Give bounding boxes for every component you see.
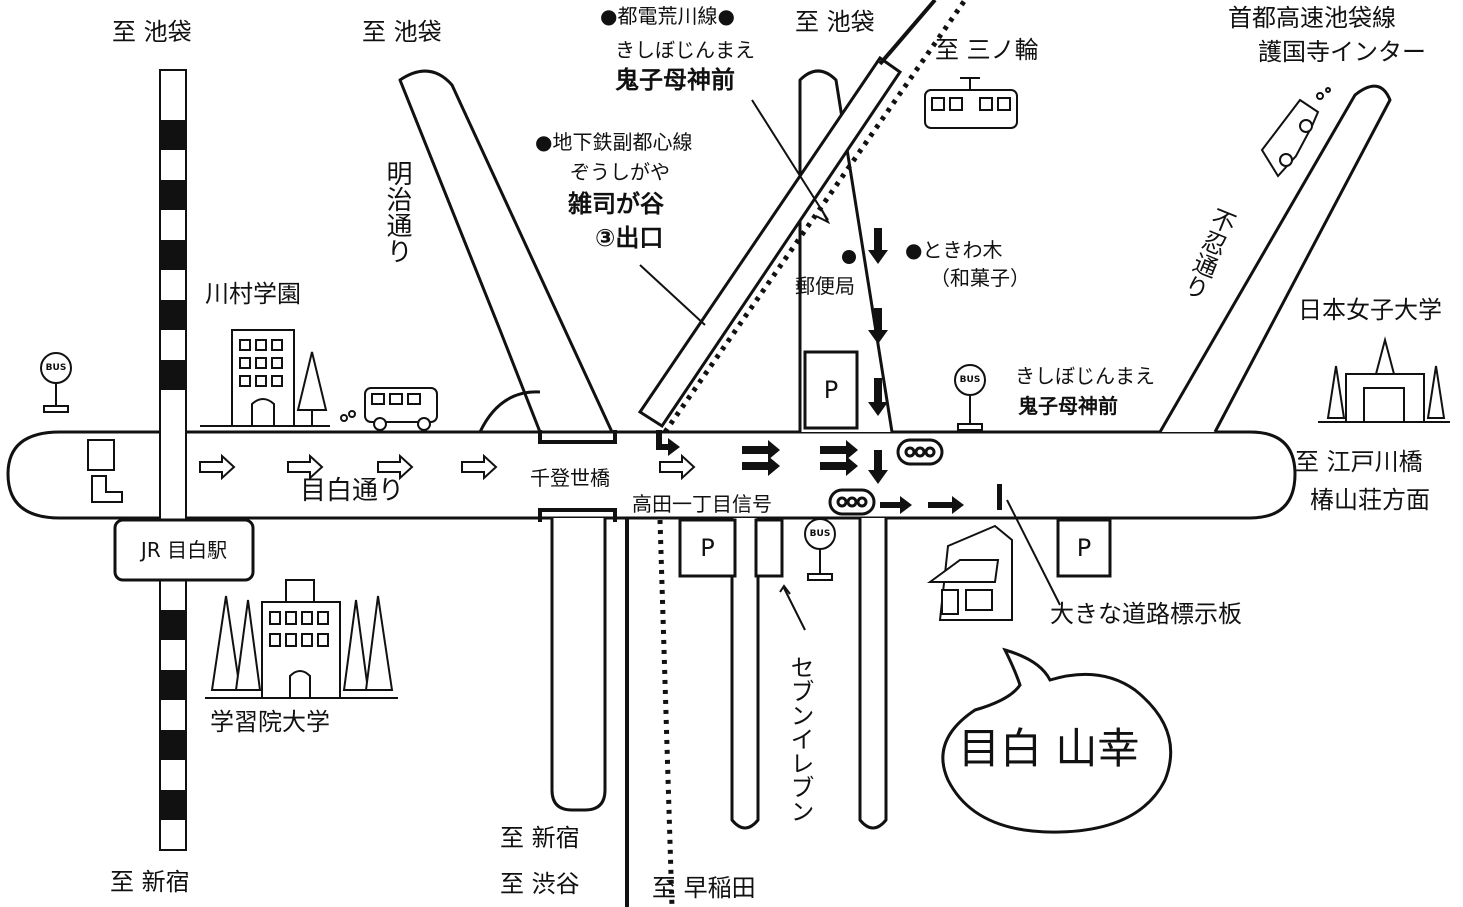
road-sign-label: 大きな道路標示板 bbox=[1050, 600, 1242, 628]
japan-womens-label: 日本女子大学 bbox=[1298, 296, 1442, 324]
parking-box-1 bbox=[803, 350, 859, 430]
post-office-marker bbox=[842, 250, 856, 264]
bus-icon bbox=[340, 387, 438, 431]
direction-edogawabashi: 至 江戸川橋 bbox=[1295, 448, 1423, 476]
direction-ikebukuro-mid: 至 池袋 bbox=[362, 18, 442, 46]
expressway-interchange-label: 護国寺インター bbox=[1258, 38, 1426, 66]
mejiro-dori-road bbox=[6, 430, 1297, 520]
meiji-dori-north bbox=[398, 69, 614, 434]
parking-label-1: P bbox=[823, 376, 839, 404]
chitosebashi-label: 千登世橋 bbox=[530, 466, 610, 490]
bus-sign-label-2: BUS bbox=[959, 374, 981, 385]
bus-sign-label-3: BUS bbox=[809, 528, 831, 539]
signal-label: 高田一丁目信号 bbox=[632, 492, 772, 516]
japan-womens-building-icon bbox=[1318, 336, 1450, 423]
meiji-dori-label: 明治通り bbox=[382, 160, 412, 264]
jr-mejiro-station-box bbox=[113, 518, 255, 582]
tokiwagi-label: ●ときわ木 bbox=[905, 238, 1003, 262]
bus-stop-icon bbox=[40, 352, 986, 581]
shop-building-icon bbox=[926, 524, 1013, 621]
fukutoshin-line bbox=[662, 0, 968, 434]
gakushuin-building-icon bbox=[205, 579, 398, 699]
mejiro-dori-direction-arrows bbox=[199, 453, 696, 481]
tram-icon bbox=[924, 77, 1018, 129]
post-office-label: 郵便局 bbox=[795, 274, 855, 298]
jr-mejiro-station-label: JR 目白駅 bbox=[140, 538, 228, 562]
direction-ikebukuro-right: 至 池袋 bbox=[795, 8, 875, 36]
toden-reading: きしぼじんまえ bbox=[615, 38, 755, 62]
toden-station-name: 鬼子母神前 bbox=[615, 66, 735, 94]
kawamura-building-icon bbox=[200, 329, 330, 427]
direction-waseda: 至 早稲田 bbox=[652, 874, 756, 902]
traffic-signal-icon bbox=[828, 438, 944, 516]
direction-shibuya: 至 渋谷 bbox=[500, 870, 580, 898]
fukutoshin-station-name: 雑司が谷 bbox=[568, 190, 664, 218]
parking-label-2: P bbox=[700, 534, 715, 562]
south-road-1 bbox=[730, 518, 760, 830]
fukutoshin-line-label: ●地下鉄副都心線 bbox=[535, 130, 693, 154]
toden-line-label: ●都電荒川線● bbox=[600, 4, 735, 28]
parking-label-3: P bbox=[1076, 534, 1092, 562]
direction-shinjuku-mid: 至 新宿 bbox=[500, 824, 580, 852]
jr-railway bbox=[159, 69, 187, 851]
route-arrows bbox=[656, 228, 964, 514]
parking-box-2 bbox=[678, 518, 737, 578]
expressway-label: 首都高速池袋線 bbox=[1228, 4, 1396, 32]
tokiwagi-note: （和菓子） bbox=[930, 266, 1030, 290]
direction-shinjuku-left: 至 新宿 bbox=[110, 868, 190, 896]
bus-stop-reading: きしぼじんまえ bbox=[1015, 364, 1155, 388]
south-road-2 bbox=[858, 518, 888, 830]
meiji-dori-south bbox=[550, 518, 607, 812]
seven-eleven-box bbox=[754, 518, 784, 578]
shinobazu-dori bbox=[1158, 84, 1392, 433]
direction-minowa: 至 三ノ輪 bbox=[935, 36, 1039, 64]
station-entrance-icon bbox=[87, 439, 123, 503]
gakushuin-label: 学習院大学 bbox=[210, 708, 330, 736]
fukutoshin-reading: ぞうしがや bbox=[570, 160, 670, 184]
car-icon bbox=[1260, 87, 1331, 178]
direction-chinzanso: 椿山荘方面 bbox=[1310, 486, 1430, 514]
store-name: 目白 山幸 bbox=[958, 724, 1140, 773]
bus-sign-label-1: BUS bbox=[45, 362, 67, 373]
seven-eleven-label: セブンイレブン bbox=[786, 655, 814, 823]
parking-box-3 bbox=[1056, 518, 1112, 578]
fukutoshin-exit: ③出口 bbox=[595, 224, 664, 252]
road-sign-pole bbox=[997, 484, 1002, 510]
fukutoshin-line-south bbox=[657, 519, 675, 907]
speech-bubble bbox=[941, 647, 1173, 834]
direction-ikebukuro-left: 至 池袋 bbox=[112, 18, 192, 46]
mejiro-dori-label: 目白通り bbox=[300, 476, 405, 506]
kawamura-label: 川村学園 bbox=[205, 280, 301, 308]
bus-stop-name: 鬼子母神前 bbox=[1018, 394, 1118, 418]
